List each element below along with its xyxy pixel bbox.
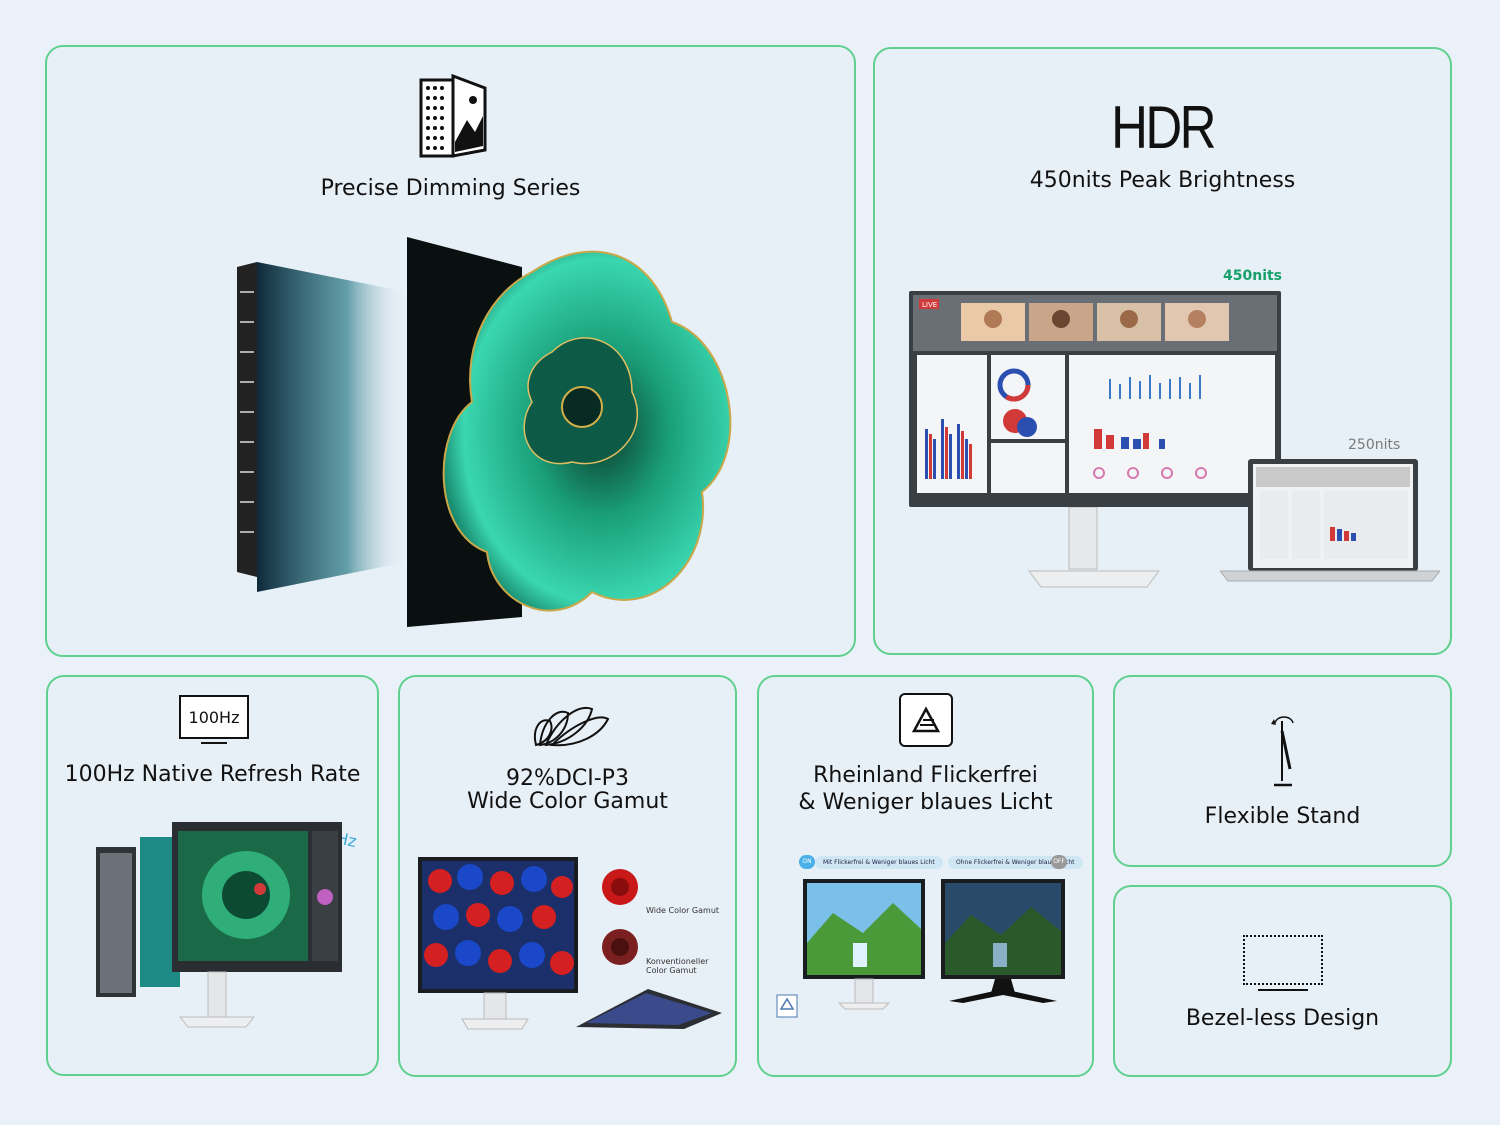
dimming-layers-illustration xyxy=(237,237,732,627)
feature-card-hdr: HDR 450nits Peak Brightness 450nits 250n… xyxy=(873,47,1452,655)
feature-card-refresh: 100Hz 100Hz Native Refresh Rate 100Hz xyxy=(46,675,379,1076)
bezel-title: Bezel-less Design xyxy=(1185,1006,1380,1031)
live-badge-label: LIVE xyxy=(922,301,937,309)
label-conventional-line1: Konventioneller xyxy=(646,957,709,966)
badge-450nits: 450nits xyxy=(1223,268,1283,284)
stand-title: Flexible Stand xyxy=(1204,804,1361,829)
feature-card-gamut: 92%DCI-P3 Wide Color Gamut Wide Color Ga… xyxy=(398,675,737,1077)
bezel-frame-icon xyxy=(1243,935,1323,985)
gamut-title-line2: Wide Color Gamut xyxy=(467,789,668,814)
pivot-stand-icon xyxy=(1271,716,1294,787)
feature-card-dimming: Precise Dimming Series xyxy=(45,45,856,657)
dimming-title: Precise Dimming Series xyxy=(320,176,581,201)
feature-card-bezel: Bezel-less Design xyxy=(1113,885,1452,1077)
rheinland-title-line2: & Weniger blaues Licht xyxy=(798,790,1053,815)
hdr-monitor-illustration: LIVE xyxy=(909,291,1281,588)
label-conventional-line2: Color Gamut xyxy=(646,966,697,975)
rheinland-icon xyxy=(899,693,953,747)
refresh-monitor-illustration xyxy=(96,822,342,1028)
pill-with-flickerfree: Mit Flickerfrei & Weniger blaues Licht xyxy=(815,856,943,869)
laptop-illustration xyxy=(1220,459,1440,582)
gamut-monitor-illustration xyxy=(418,857,722,1030)
hdr-logo: HDR xyxy=(1111,94,1216,161)
rheinland-title-line1: Rheinland Flickerfrei xyxy=(813,763,1038,788)
refresh-title: 100Hz Native Refresh Rate xyxy=(64,762,361,787)
toggle-off-badge: OFF xyxy=(1051,855,1067,869)
badge-250nits: 250nits xyxy=(1348,437,1401,453)
bezel-frame-base xyxy=(1258,989,1308,991)
gamut-title-line1: 92%DCI-P3 xyxy=(506,766,629,791)
feature-card-rheinland: Rheinland Flickerfrei & Weniger blaues L… xyxy=(757,675,1094,1077)
hz-monitor-icon: 100Hz xyxy=(179,695,249,745)
toggle-on-badge: ON xyxy=(799,855,815,869)
hz-icon-label: 100Hz xyxy=(188,707,240,727)
rheinland-monitors-illustration xyxy=(776,879,1065,1018)
dimming-panels-icon xyxy=(419,73,487,158)
pill-without-flickerfree: Ohne Flickerfrei & Weniger blaues Licht xyxy=(948,856,1083,869)
label-wide-gamut: Wide Color Gamut xyxy=(646,906,720,915)
hdr-title: 450nits Peak Brightness xyxy=(1029,168,1296,193)
feature-card-stand: Flexible Stand xyxy=(1113,675,1452,867)
petals-icon xyxy=(534,706,610,747)
